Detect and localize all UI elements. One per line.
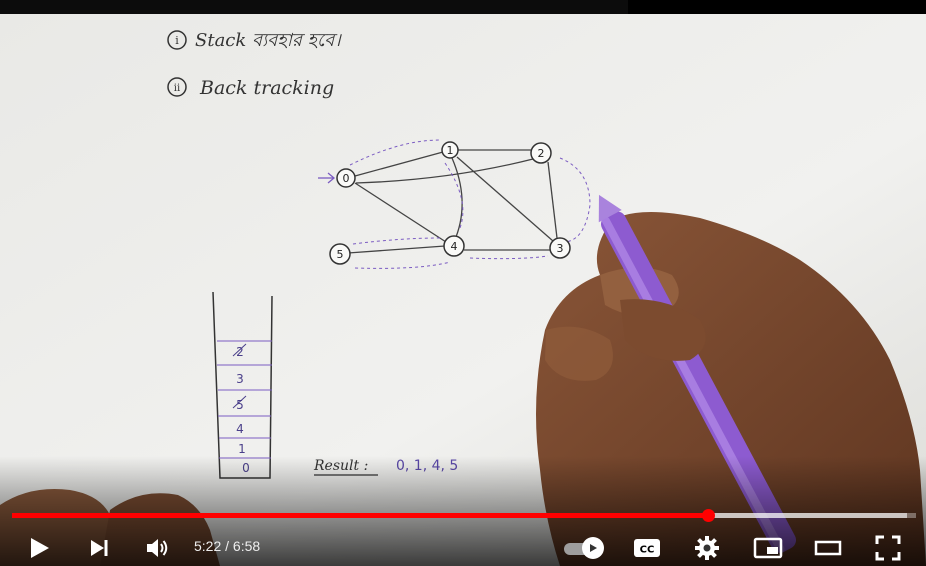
- fullscreen-icon: [875, 535, 901, 561]
- result-value: 0, 1, 4, 5: [396, 458, 458, 474]
- start-arrow: [318, 172, 336, 184]
- time-display: 5:22 / 6:58: [194, 538, 260, 554]
- theater-mode-button[interactable]: [810, 532, 846, 564]
- graph-node-1: 1: [447, 144, 454, 157]
- graph-node-3: 3: [557, 242, 564, 255]
- graph-node-0: 0: [343, 172, 350, 185]
- fullscreen-button[interactable]: [870, 532, 906, 564]
- autoplay-toggle[interactable]: [562, 537, 606, 559]
- graph-node-4: 4: [451, 240, 458, 253]
- captions-icon: CC: [634, 539, 660, 557]
- settings-gear-icon: [695, 536, 719, 560]
- graph-node-5: 5: [337, 248, 344, 261]
- graph-diagram: 0 1 2 3 4 5: [318, 139, 591, 269]
- next-button[interactable]: [82, 532, 116, 564]
- duration: 6:58: [232, 538, 261, 554]
- progress-bar[interactable]: [12, 509, 916, 522]
- note-marker-1: i: [175, 34, 179, 47]
- note-line-2: Back tracking: [199, 77, 334, 99]
- svg-text:CC: CC: [640, 545, 655, 556]
- top-bar-dark-strip: [628, 0, 926, 16]
- graph-edges: [347, 149, 558, 254]
- stack-strikes: [232, 343, 247, 409]
- traversal-path: [349, 139, 591, 269]
- progress-scrubber-handle[interactable]: [702, 509, 716, 522]
- graph-node-2: 2: [538, 147, 545, 160]
- progress-buffered: [708, 513, 907, 518]
- autoplay-play-icon: [590, 544, 597, 552]
- settings-button[interactable]: [690, 532, 724, 564]
- note-marker-2-circle: [167, 77, 187, 97]
- next-icon: [91, 540, 108, 556]
- progress-played: [12, 513, 709, 518]
- notes: i Stack ব্যবহার হবে। ii Back tracking: [167, 30, 342, 99]
- video-frame[interactable]: i Stack ব্যবহার হবে। ii Back tracking: [0, 14, 926, 566]
- autoplay-knob: [582, 537, 604, 559]
- stack-cell-2: 4: [236, 422, 244, 436]
- result-label: Result :: [313, 458, 368, 474]
- captions-button[interactable]: CC: [630, 532, 664, 564]
- current-time: 5:22: [194, 538, 222, 554]
- stack-cell-3: 5: [236, 398, 244, 412]
- volume-button[interactable]: [140, 532, 176, 564]
- theater-mode-icon: [814, 540, 842, 556]
- graph-node-circles: [329, 141, 571, 265]
- volume-icon: [147, 539, 168, 557]
- miniplayer-button[interactable]: [750, 532, 786, 564]
- stack-cell-5: 2: [236, 345, 244, 359]
- stack-cell-4: 3: [236, 372, 244, 386]
- play-button[interactable]: [22, 532, 56, 564]
- note-line-1: Stack ব্যবহার হবে।: [195, 30, 342, 51]
- miniplayer-icon: [753, 537, 783, 559]
- time-separator: /: [221, 538, 233, 554]
- play-icon: [31, 538, 49, 558]
- note-marker-1-circle: [167, 30, 187, 50]
- stack-cell-1: 1: [238, 442, 246, 456]
- stack-cell-0: 0: [242, 461, 250, 475]
- note-marker-2: ii: [174, 83, 180, 94]
